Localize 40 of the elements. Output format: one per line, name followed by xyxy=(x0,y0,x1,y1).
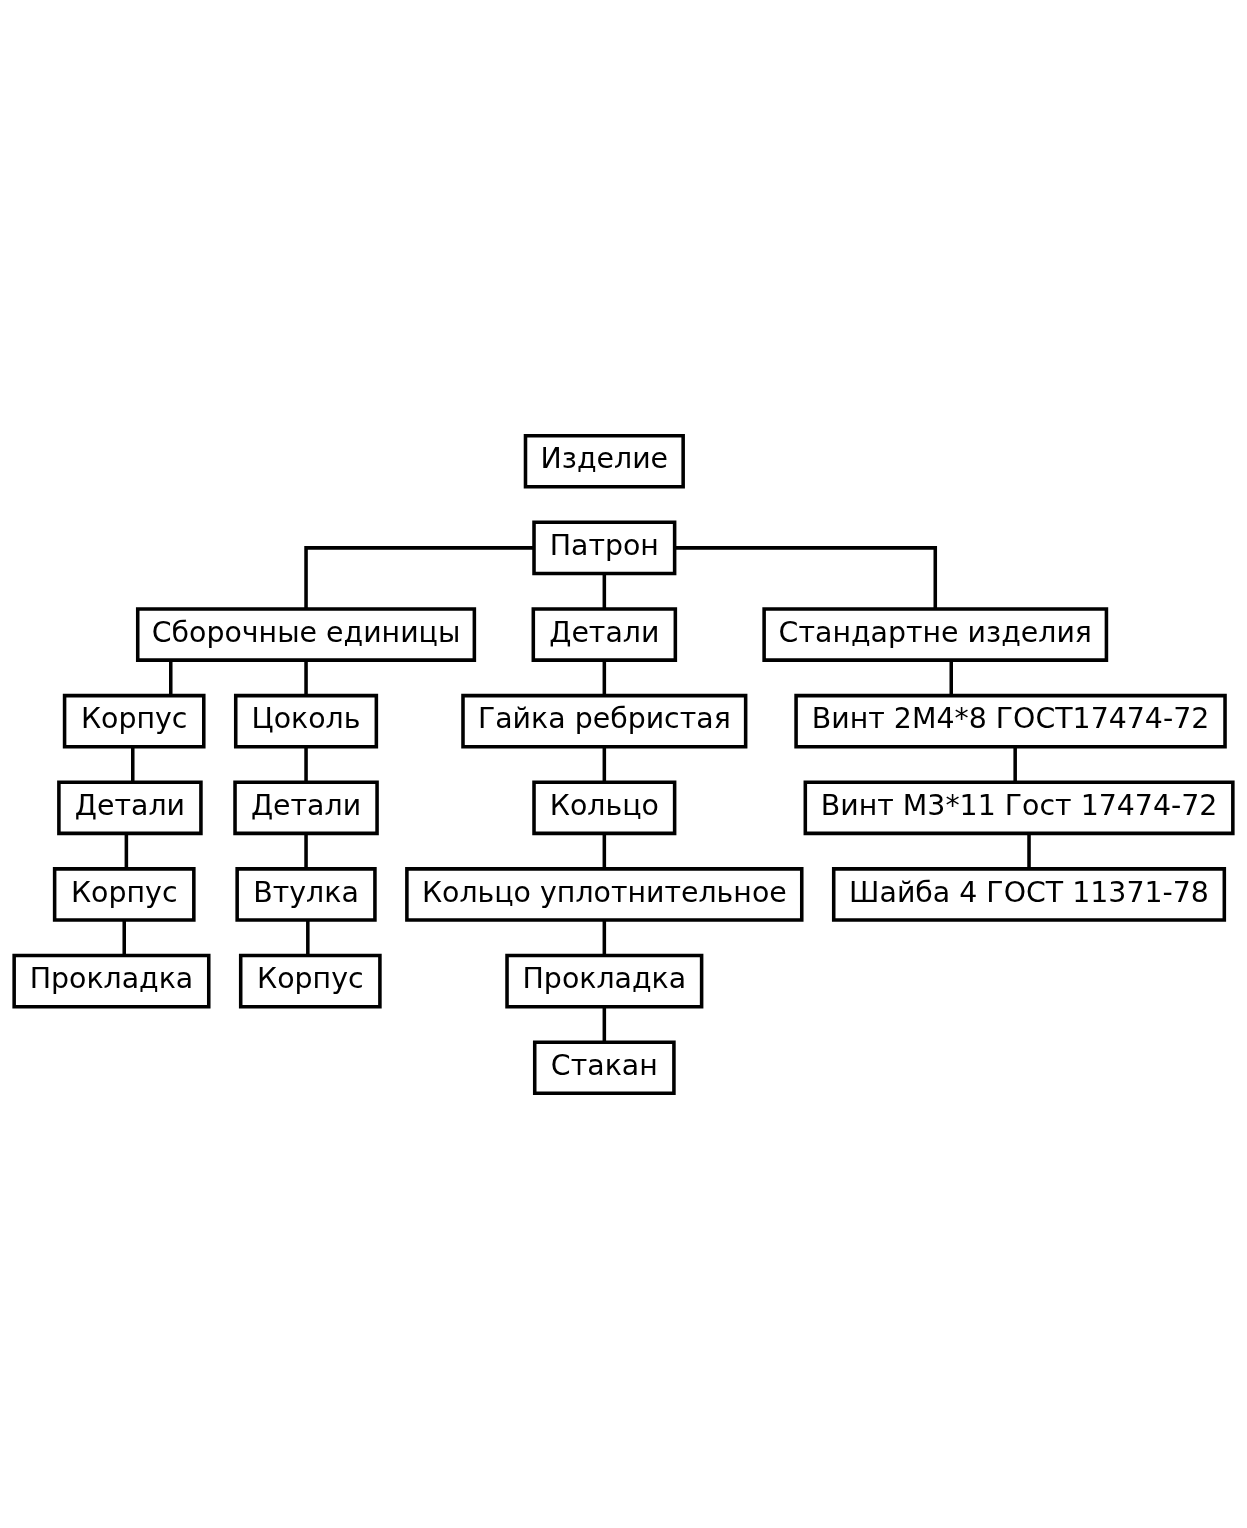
connector xyxy=(674,545,938,609)
node-box: Детали xyxy=(531,606,678,662)
connector xyxy=(1013,746,1017,782)
node-box: Корпус xyxy=(238,953,382,1008)
connector xyxy=(602,833,607,868)
node-box: Изделие xyxy=(523,433,685,489)
connector xyxy=(602,1006,607,1042)
connector xyxy=(602,660,607,695)
connector xyxy=(304,833,308,868)
node-box: Прокладка xyxy=(12,953,211,1008)
node-box: Сборочные единицы xyxy=(135,606,477,662)
node-box: Шайба 4 ГОСТ 11371-78 xyxy=(831,866,1227,922)
connector xyxy=(602,573,607,609)
connector xyxy=(122,919,126,955)
node-box: Стакан xyxy=(532,1039,676,1095)
connector xyxy=(949,660,954,695)
node-box: Корпус xyxy=(52,866,196,922)
connector xyxy=(304,545,534,609)
connector xyxy=(304,746,308,782)
connector xyxy=(124,833,129,868)
node-box: Кольцо xyxy=(532,779,677,835)
node-box: Детали xyxy=(233,779,379,835)
connector xyxy=(602,746,607,782)
node-box: Цоколь xyxy=(233,693,379,749)
connector xyxy=(306,919,310,955)
connector xyxy=(1027,833,1031,868)
connector xyxy=(168,660,173,695)
node-box: Гайка ребристая xyxy=(461,693,748,749)
node-box: Корпус xyxy=(62,693,206,749)
connector xyxy=(602,919,607,955)
node-box: Винт М3*11 Гост 17474-72 xyxy=(803,779,1235,835)
connector xyxy=(304,660,308,695)
connector xyxy=(131,746,135,782)
node-box: Детали xyxy=(57,779,203,835)
node-box: Кольцо уплотнительное xyxy=(405,866,804,922)
node-box: Прокладка xyxy=(505,953,704,1008)
node-box: Патрон xyxy=(532,520,677,575)
node-box: Винт 2М4*8 ГОСТ17474-72 xyxy=(794,693,1227,749)
node-box: Стандартне изделия xyxy=(762,606,1109,662)
node-box: Втулка xyxy=(235,866,377,922)
